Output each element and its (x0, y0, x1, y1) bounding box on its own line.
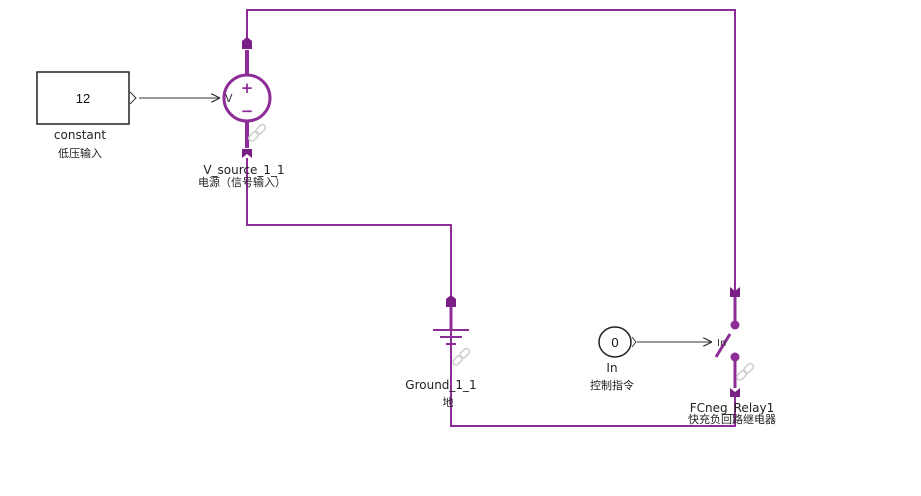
wire-source-plus-to-relay[interactable] (246, 9, 736, 291)
relay-contact-top (730, 320, 740, 330)
source-plus-port-icon[interactable] (242, 37, 252, 49)
plus-sign: + (241, 79, 254, 97)
relay-name: FCneg_Relay1 (690, 401, 775, 415)
inport-body[interactable] (598, 326, 632, 358)
constant-block-description: 低压输入 (58, 146, 102, 160)
inport-output-port-icon (631, 336, 637, 348)
relay-contact-bottom (730, 352, 740, 362)
source-minus-port-icon[interactable] (242, 149, 252, 158)
inport-block[interactable]: 0 In 控制指令 (590, 326, 637, 392)
relay-bottom-port-icon[interactable] (730, 388, 740, 397)
inport-description: 控制指令 (590, 378, 634, 392)
voltage-source-block[interactable]: + − V V_source_1_1 电源（信号输入） (198, 37, 286, 189)
constant-block-body[interactable] (36, 71, 130, 125)
constant-output-port-icon (129, 91, 137, 105)
relay-switch-arm[interactable] (714, 333, 732, 358)
wire-source-minus-to-ground[interactable] (246, 158, 452, 300)
inport-value: 0 (611, 335, 618, 350)
ground-port-icon[interactable] (446, 295, 456, 307)
relay-block[interactable]: In FCneg_Relay1 快充负回路继电器 (688, 287, 776, 426)
voltage-source-description: 电源（信号输入） (198, 175, 286, 189)
ground-block[interactable]: Ground_1_1 地 (405, 295, 477, 409)
minus-sign: − (241, 102, 254, 120)
relay-input-label: In (717, 338, 726, 349)
physical-wires (246, 9, 736, 427)
voltage-source-input-label: V (225, 92, 233, 105)
constant-value: 12 (76, 91, 90, 106)
link-icon (736, 362, 755, 381)
link-icon (248, 123, 267, 142)
constant-block[interactable]: 12 constant 低压输入 (36, 71, 137, 160)
wire-ground-to-relay[interactable] (450, 300, 736, 427)
ground-description: 地 (443, 396, 454, 409)
link-icon (452, 347, 471, 366)
relay-top-port-icon[interactable] (730, 287, 740, 297)
voltage-source-circle[interactable] (222, 73, 272, 123)
constant-block-name: constant (54, 128, 106, 142)
voltage-source-name: V_source_1_1 (203, 163, 284, 177)
ground-name: Ground_1_1 (405, 378, 476, 392)
relay-description: 快充负回路继电器 (688, 412, 776, 426)
inport-name: In (606, 361, 617, 375)
signal-lines (139, 98, 711, 342)
